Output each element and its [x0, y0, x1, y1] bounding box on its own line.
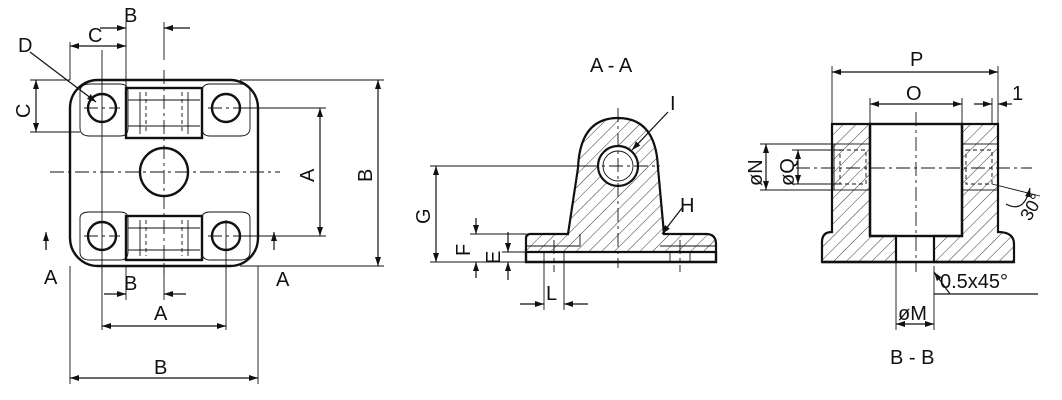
label-a-section-right: A	[276, 269, 290, 291]
section-aa: A - A I H G F	[413, 55, 718, 310]
boss-bottom-right	[201, 211, 251, 261]
label-n: øN	[745, 159, 767, 186]
section-bb-cross-hole-left	[833, 143, 871, 191]
section-aa-title: A - A	[590, 55, 633, 77]
label-b-bottom: B	[154, 357, 167, 379]
section-bb-right-body	[932, 122, 1016, 264]
label-f: F	[453, 244, 475, 256]
label-h: H	[680, 195, 694, 217]
label-p: P	[910, 49, 923, 71]
label-b-right: B	[355, 169, 377, 182]
label-i: I	[670, 93, 676, 115]
label-c-top: C	[88, 25, 102, 47]
boss-bottom-left	[79, 211, 129, 261]
section-bb-cross-hole-right	[961, 143, 999, 191]
label-m: øM	[898, 303, 927, 325]
label-b-top: B	[124, 5, 137, 27]
label-d: D	[18, 35, 32, 57]
section-bb-left-body	[820, 122, 898, 264]
label-one: 1	[1012, 83, 1023, 105]
label-l: L	[546, 283, 557, 305]
label-chamfer: 0.5x45°	[940, 271, 1008, 293]
label-a-right: A	[297, 168, 319, 182]
section-bb: P O 1 øN øQ 30° 0.5x45° øM	[745, 49, 1047, 369]
label-q: øQ	[777, 158, 799, 186]
label-g: G	[413, 208, 435, 224]
label-angle: 30°	[1016, 190, 1047, 224]
section-bb-title: B - B	[890, 347, 934, 369]
label-a-bottom: A	[154, 303, 168, 325]
label-o: O	[906, 83, 922, 105]
boss-top-left	[79, 83, 129, 137]
label-b-inner: B	[124, 273, 137, 295]
label-a-section-left: A	[44, 267, 58, 289]
top-view: D C B C A A A B	[13, 5, 384, 384]
label-c-left: C	[13, 104, 35, 118]
boss-top-right	[201, 83, 251, 137]
label-e: E	[483, 251, 505, 264]
